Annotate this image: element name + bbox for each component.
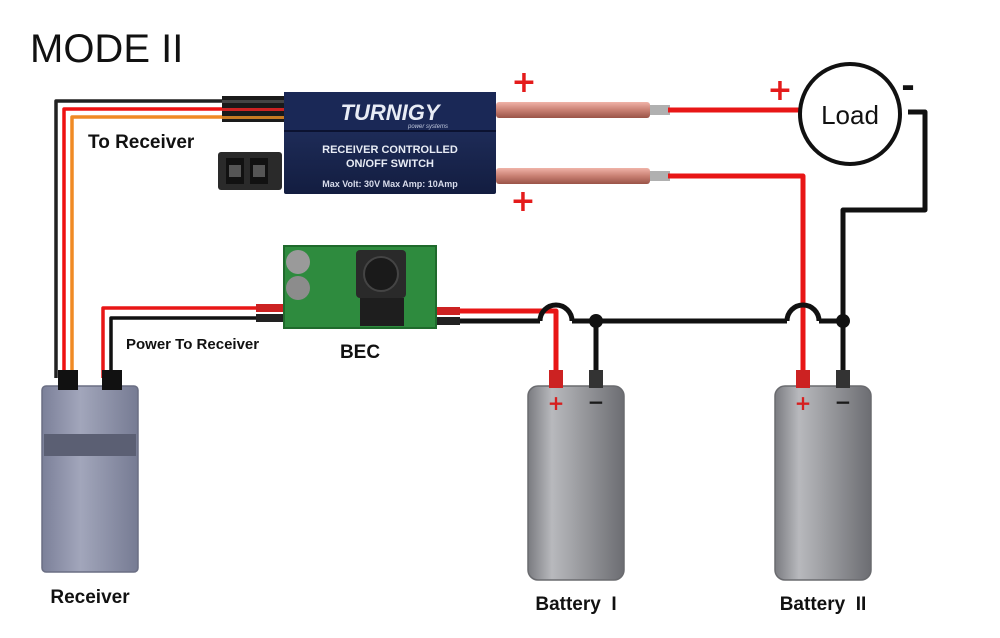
switch-module: TURNIGY power systems RECEIVER CONTROLLE… — [284, 92, 496, 194]
switch-top-plus-mark: + — [511, 65, 536, 100]
bec-leads — [256, 304, 460, 325]
battery-2-minus: − — [835, 390, 852, 414]
power-wiring — [101, 107, 928, 378]
battery-1: + − — [527, 370, 625, 581]
switch-bottom-plus-mark: + — [510, 184, 535, 219]
battery-2-plus: + — [795, 391, 812, 415]
module-brand-sub: power systems — [407, 124, 448, 130]
bec-label: BEC — [340, 342, 380, 363]
load-plus-mark: + — [767, 73, 792, 108]
battery-2: + − — [774, 370, 872, 581]
load-minus-mark: - — [901, 63, 914, 107]
power-to-receiver-label: Power To Receiver — [126, 336, 259, 353]
module-line1: RECEIVER CONTROLLED — [322, 144, 458, 156]
page-title: MODE II — [30, 27, 183, 71]
switch-output-leads — [496, 102, 670, 184]
battery-1-minus: − — [588, 390, 605, 414]
junction-dot — [589, 314, 603, 328]
to-receiver-label: To Receiver — [88, 132, 195, 153]
junction-dot — [836, 314, 850, 328]
receiver — [41, 370, 139, 573]
switch-output-plug — [218, 152, 282, 190]
battery-2-label: Battery II — [780, 594, 867, 615]
module-line2: ON/OFF SWITCH — [346, 158, 434, 170]
module-spec: Max Volt: 30V Max Amp: 10Amp — [322, 179, 458, 189]
signal-cable — [54, 99, 230, 378]
load: Load — [798, 62, 902, 166]
receiver-label: Receiver — [50, 587, 130, 608]
module-brand: TURNIGY — [341, 100, 442, 125]
load-label: Load — [821, 100, 879, 130]
battery-1-label: Battery I — [535, 594, 616, 615]
bec-board — [283, 245, 437, 329]
battery-1-plus: + — [548, 391, 565, 415]
